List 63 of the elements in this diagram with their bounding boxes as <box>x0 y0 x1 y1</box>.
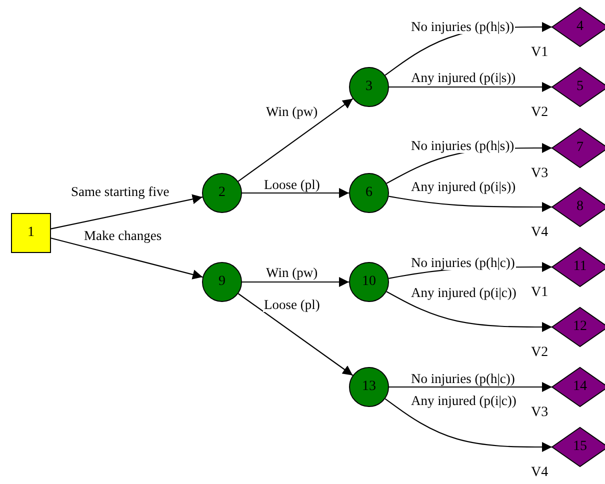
node-number: 6 <box>366 185 372 201</box>
arrow <box>242 188 349 198</box>
chance-circle <box>202 173 242 213</box>
outcome-diamond <box>552 128 605 168</box>
node-number: 9 <box>218 274 226 290</box>
edge-label: No injuries (p(h|s)) <box>410 19 516 34</box>
outcome-diamond <box>552 187 605 227</box>
node-number: 14 <box>573 379 587 395</box>
value-label: V3 <box>531 405 548 420</box>
arrow <box>384 398 552 452</box>
edge-label: No injuries (p(h|c)) <box>410 371 516 386</box>
edge-label: Win (pw) <box>265 265 319 280</box>
value-label: V4 <box>531 465 548 480</box>
edge-label: Any injured (p(i|s)) <box>410 70 517 85</box>
node-number: 3 <box>366 79 372 95</box>
chance-circle <box>349 262 389 302</box>
decision-box <box>11 213 51 253</box>
arrow <box>238 293 354 376</box>
value-label: V1 <box>531 285 548 300</box>
edge-label: Any injured (p(i|c)) <box>410 285 518 300</box>
arrow <box>242 277 349 287</box>
outcome-diamond <box>552 307 605 347</box>
node-number: 15 <box>573 439 587 455</box>
node-number: 8 <box>576 199 584 215</box>
outcome-diamond <box>552 67 605 107</box>
chance-circle <box>202 262 242 302</box>
arrow <box>238 98 354 182</box>
value-label: V2 <box>531 345 548 360</box>
edge-label: No injuries (p(h|c)) <box>410 255 516 270</box>
edge-label: Loose (pl) <box>263 297 321 312</box>
chance-circle <box>349 67 389 107</box>
value-label: V4 <box>531 225 548 240</box>
value-label: V1 <box>531 45 548 60</box>
value-label: V2 <box>531 105 548 120</box>
arrow <box>388 196 552 212</box>
outcome-diamond <box>552 427 605 467</box>
node-number: 1 <box>28 225 34 241</box>
edge-label: Make changes <box>83 228 163 243</box>
chance-circle <box>349 367 389 407</box>
outcome-diamond <box>552 247 605 287</box>
node-number: 10 <box>362 274 376 290</box>
node-number: 2 <box>218 185 226 201</box>
arrow <box>389 382 552 392</box>
node-number: 13 <box>362 379 376 395</box>
node-number: 5 <box>576 79 584 95</box>
edge-label: Same starting five <box>70 184 170 199</box>
node-number: 12 <box>573 319 587 335</box>
edge-label: Any injured (p(i|c)) <box>410 393 518 408</box>
outcome-diamond <box>552 7 605 47</box>
edge-label: No injuries (p(h|s)) <box>410 138 516 153</box>
arrow <box>386 291 552 332</box>
edge-label: Any injured (p(i|s)) <box>410 179 517 194</box>
edge-label: Loose (pl) <box>263 177 321 192</box>
arrow <box>389 82 552 92</box>
arrow <box>50 194 203 230</box>
node-number: 11 <box>573 259 587 275</box>
chance-circle <box>349 173 389 213</box>
arrow <box>50 238 203 280</box>
edge-label: Win (pw) <box>265 104 319 119</box>
node-number: 4 <box>576 19 584 35</box>
node-number: 7 <box>576 140 584 156</box>
outcome-diamond <box>552 367 605 407</box>
value-label: V3 <box>531 166 548 181</box>
